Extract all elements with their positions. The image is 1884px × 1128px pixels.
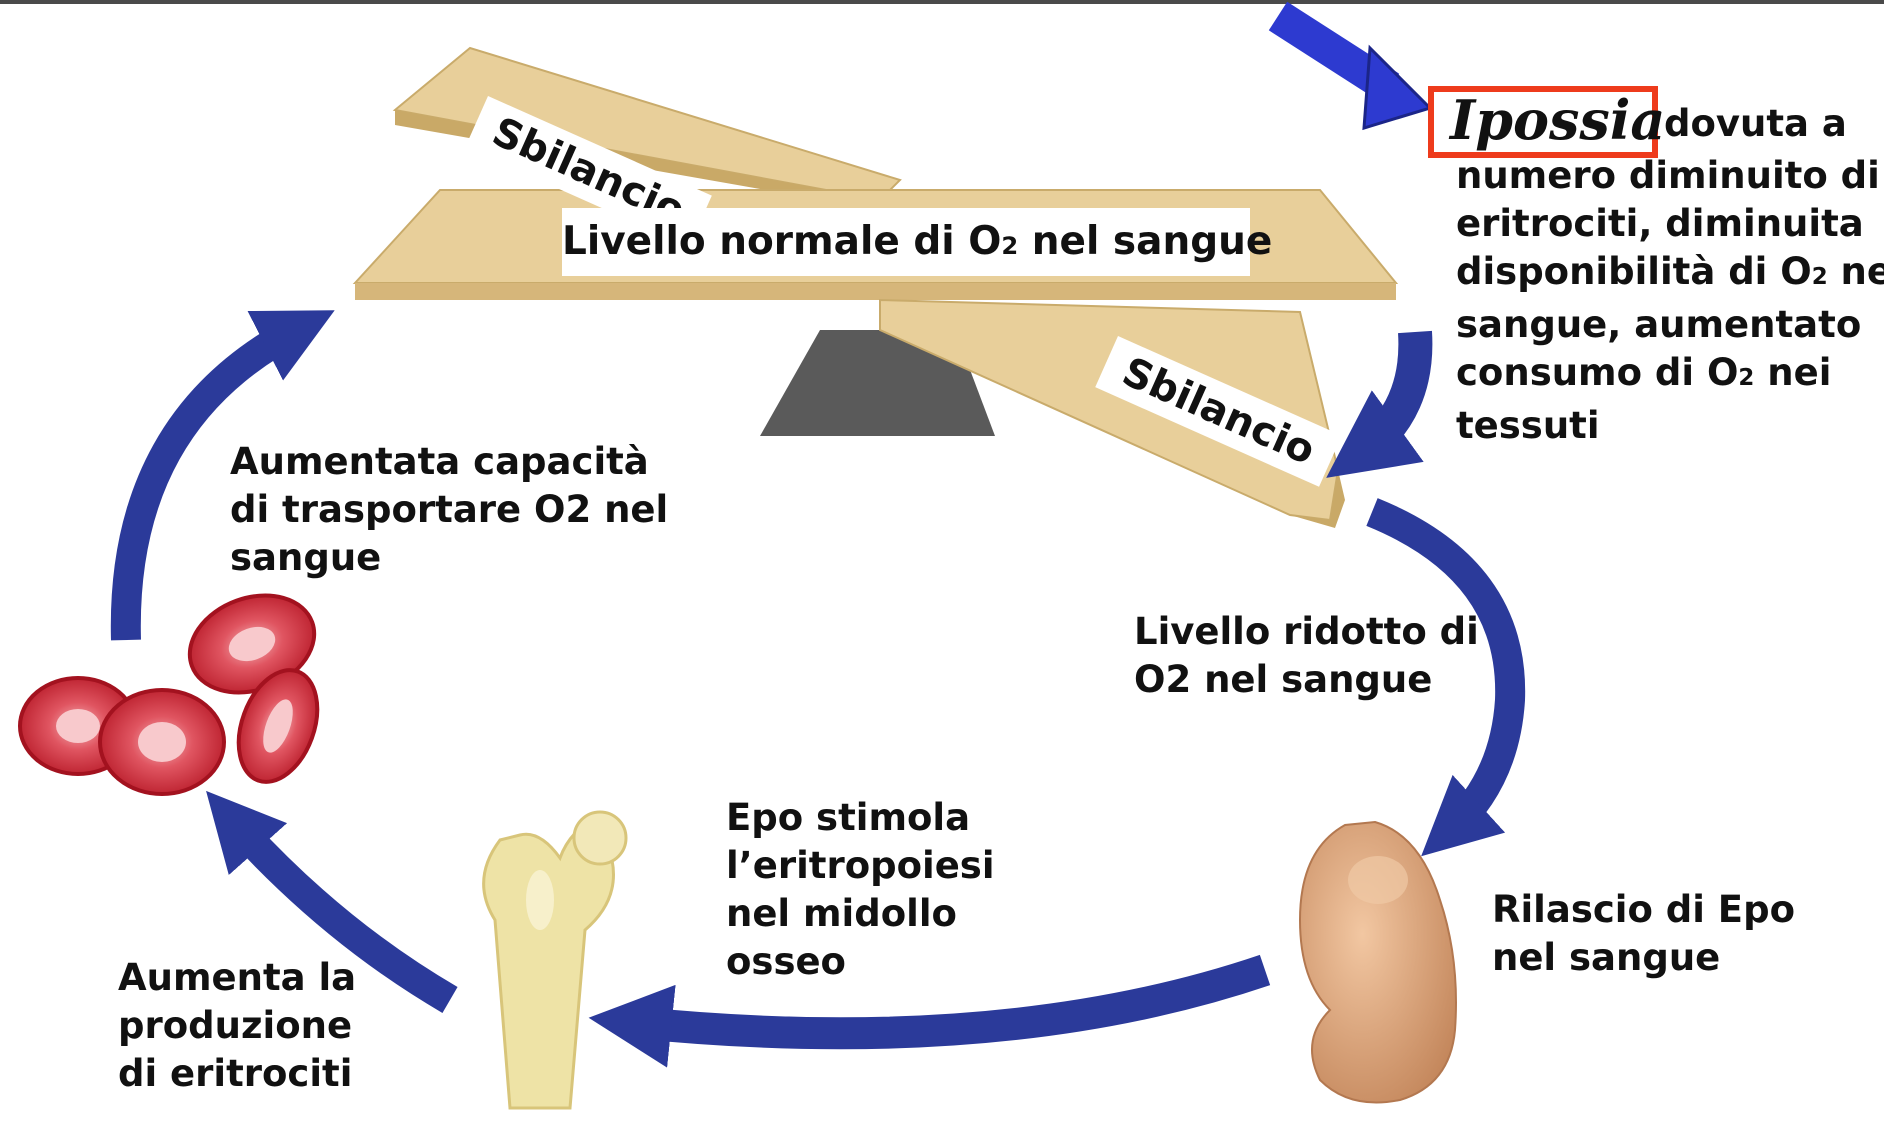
hypoxia-line-6-tail: nei	[1754, 351, 1831, 394]
cycle-arrow-hypoxia	[1362, 332, 1415, 452]
hypoxia-description-body: numero diminuito di eritrociti, diminuit…	[1456, 152, 1884, 450]
step-epo-stimulates-line-2: l’eritropoiesi	[726, 842, 995, 890]
hypoxia-line-2: numero diminuito di	[1456, 152, 1884, 200]
hypoxia-title: Ipossia	[1450, 88, 1665, 152]
step-epo-release-line-2: nel sangue	[1492, 934, 1795, 982]
kidney-image	[1300, 822, 1456, 1103]
step-epo-release-line-1: Rilascio di Epo	[1492, 886, 1795, 934]
hypoxia-line-4-tail: nel	[1828, 250, 1884, 293]
step-reduced-line-1: Livello ridotto di	[1134, 608, 1479, 656]
step-reduced-line-2: O2 nel sangue	[1134, 656, 1479, 704]
step-increase-production-line-3: di eritrociti	[118, 1050, 356, 1098]
hypoxia-line-4: disponibilità di O2 nel	[1456, 248, 1884, 301]
hypoxia-line-6-sub: 2	[1738, 365, 1754, 391]
red-blood-cells-image	[20, 579, 332, 794]
step-increase-production-line-1: Aumenta la	[118, 954, 356, 1002]
step-epo-stimulates-line-4: osseo	[726, 938, 995, 986]
hypoxia-line-6-main: consumo di O	[1456, 351, 1738, 394]
step-increased-capacity: Aumentata capacità di trasportare O2 nel…	[230, 438, 668, 582]
normal-oxygen-level-subscript: 2	[1001, 232, 1018, 260]
normal-oxygen-level-label: Livello normale di O2 nel sangue	[562, 208, 1250, 276]
top-border	[0, 0, 1884, 4]
hypoxia-line-4-main: disponibilità di O	[1456, 250, 1812, 293]
hypoxia-line-1: dovuta a	[1664, 100, 1847, 148]
step-epo-stimulates-line-3: nel midollo	[726, 890, 995, 938]
step-epo-release: Rilascio di Epo nel sangue	[1492, 886, 1795, 982]
hypoxia-line-6: consumo di O2 nei	[1456, 349, 1884, 402]
hypoxia-description: dovuta a	[1664, 100, 1847, 148]
pointer-arrow	[1278, 16, 1430, 128]
normal-oxygen-level-suffix: nel sangue	[1018, 219, 1272, 264]
step-epo-stimulates-line-1: Epo stimola	[726, 794, 995, 842]
hypoxia-line-7: tessuti	[1456, 402, 1884, 450]
step-increased-capacity-line-1: Aumentata capacità	[230, 438, 668, 486]
hypoxia-line-3: eritrociti, diminuita	[1456, 200, 1884, 248]
step-increase-production: Aumenta la produzione di eritrociti	[118, 954, 356, 1098]
hypoxia-line-5: sangue, aumentato	[1456, 301, 1884, 349]
bone-image	[484, 812, 626, 1108]
step-increased-capacity-line-2: di trasportare O2 nel	[230, 486, 668, 534]
step-epo-stimulates: Epo stimola l’eritropoiesi nel midollo o…	[726, 794, 995, 986]
step-increased-capacity-line-3: sangue	[230, 534, 668, 582]
step-increase-production-line-2: produzione	[118, 1002, 356, 1050]
step-reduced-oxygen: Livello ridotto di O2 nel sangue	[1134, 608, 1479, 704]
normal-oxygen-level-prefix: Livello normale di O	[562, 219, 1001, 264]
hypoxia-line-4-sub: 2	[1812, 264, 1828, 290]
